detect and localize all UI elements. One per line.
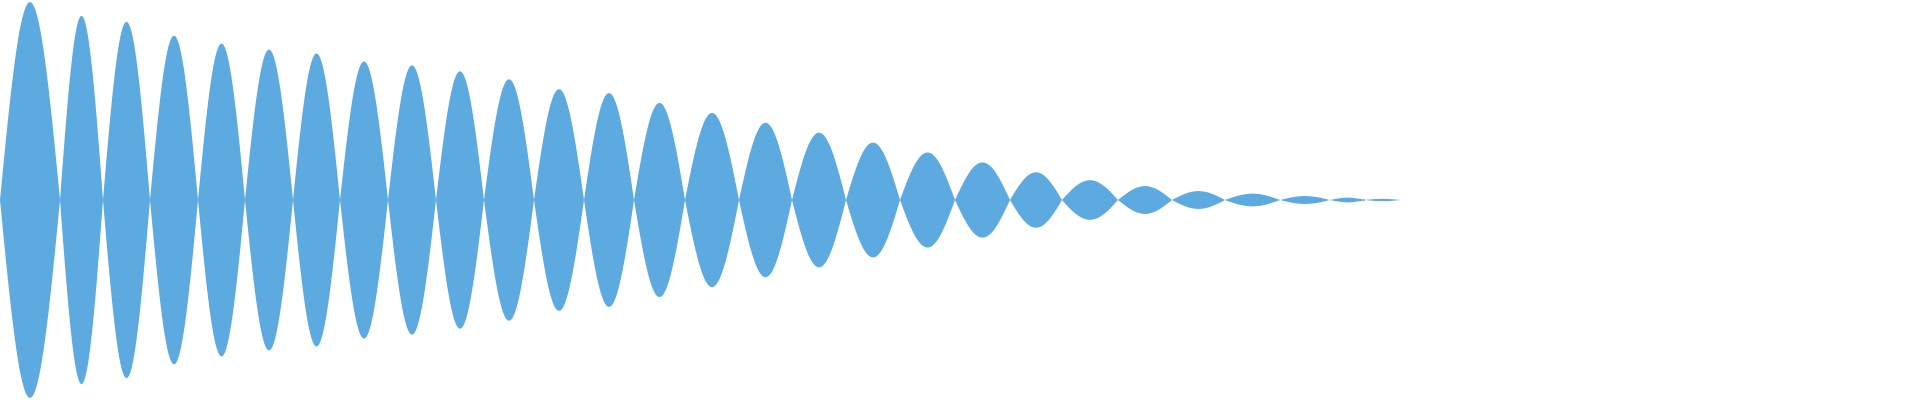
waveform-lobe (484, 79, 534, 321)
waveform-lobe (60, 15, 103, 385)
waveform-lobe (1225, 193, 1280, 207)
waveform-lobe (900, 152, 955, 248)
waveform-lobe (955, 162, 1010, 238)
waveform-lobe (1365, 198, 1400, 202)
waveform-lobe (1280, 196, 1330, 204)
waveform-lobe (534, 89, 584, 311)
waveform-lobe (792, 132, 846, 268)
waveform-lobe (436, 71, 484, 329)
waveform-lobe (846, 142, 900, 258)
waveform-lobe (1118, 186, 1172, 214)
waveform-lobe (245, 49, 293, 351)
waveform-lobe (739, 122, 792, 278)
waveform-lobe (1062, 180, 1118, 220)
waveform-lobe (198, 43, 245, 357)
waveform-lobe (1172, 191, 1225, 209)
waveform-lobe (634, 102, 685, 298)
waveform-lobe (0, 2, 60, 398)
waveform-lobe (293, 53, 340, 347)
waveform-lobe (103, 21, 150, 379)
waveform-lobe (1010, 172, 1062, 228)
waveform-lobe (150, 35, 198, 365)
waveform-lobe (584, 93, 634, 307)
waveform-lobe (388, 65, 436, 335)
waveform-lobe (340, 61, 388, 339)
waveform-lobe (685, 112, 739, 288)
